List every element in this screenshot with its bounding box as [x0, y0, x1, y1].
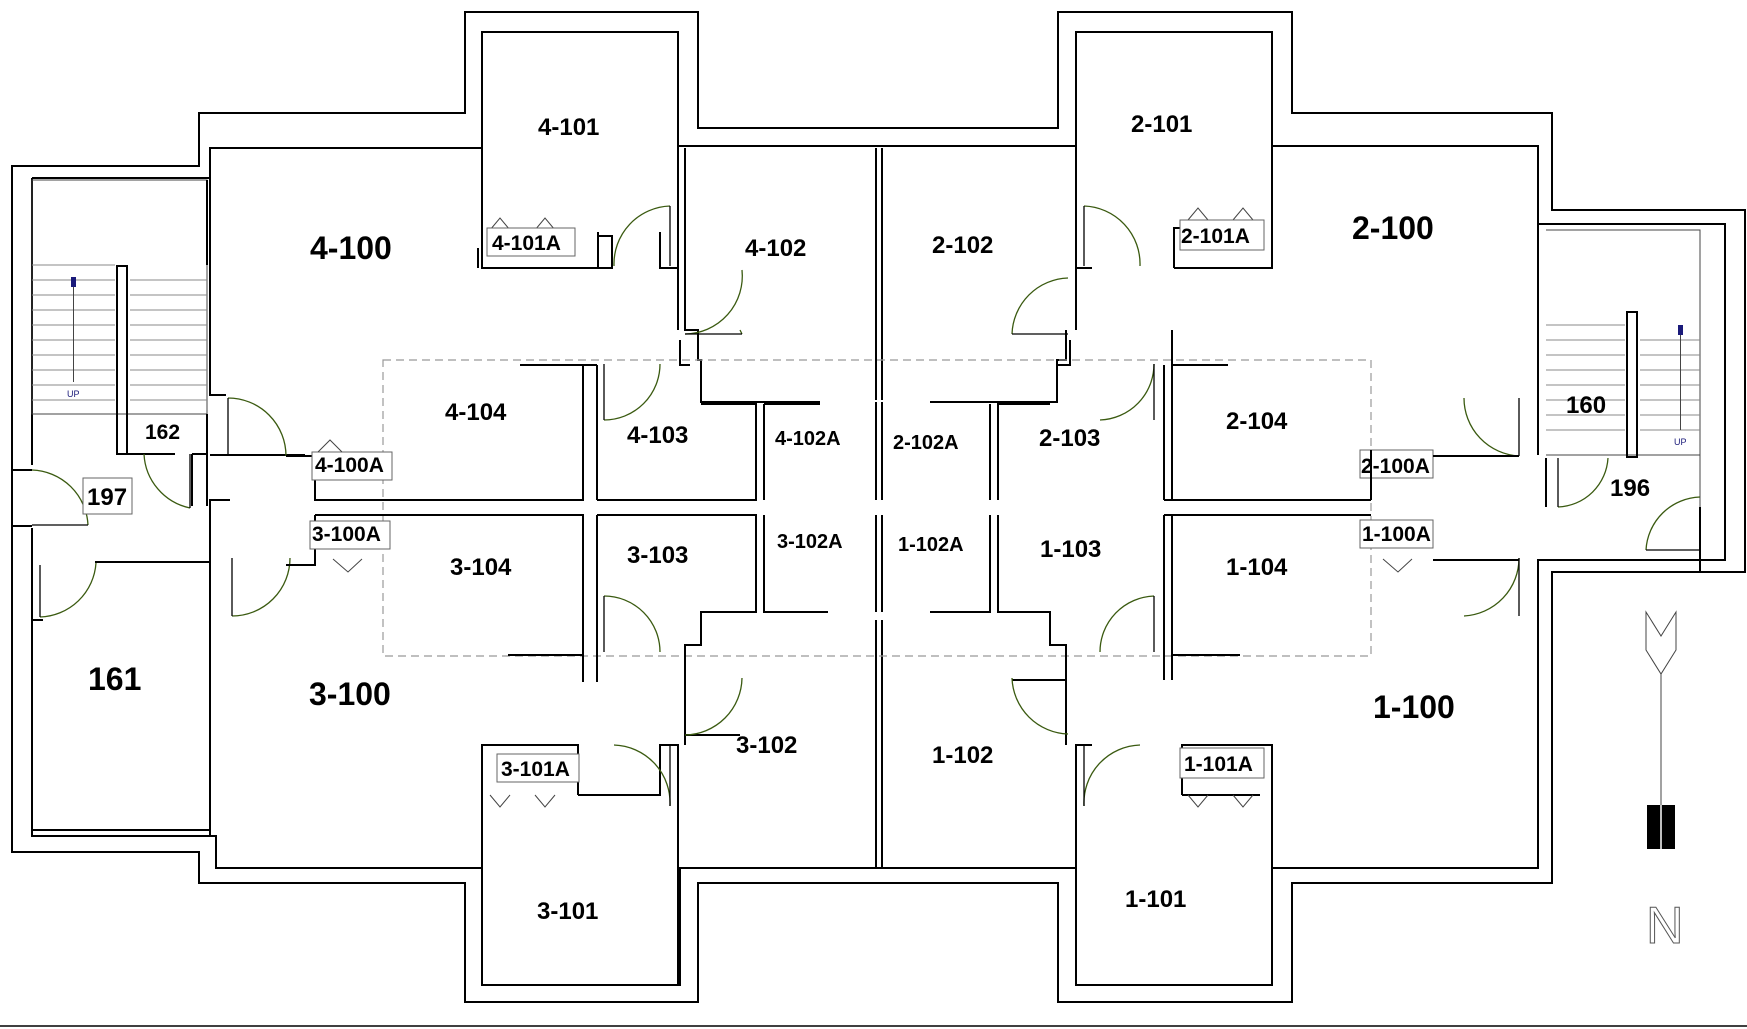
- room-label-1-102A: 1-102A: [898, 534, 964, 556]
- room-label-2-102: 2-102: [932, 232, 993, 259]
- room-label-161: 161: [88, 661, 141, 697]
- room-label-3-100A: 3-100A: [312, 523, 381, 546]
- room-label-197: 197: [87, 484, 127, 511]
- room-label-3-101A: 3-101A: [501, 758, 570, 781]
- east-stair-treads: [1546, 324, 1700, 431]
- room-1-101-walls: [1011, 677, 1273, 985]
- room-label-4-102A: 4-102A: [775, 428, 841, 450]
- north-label: N: [1646, 897, 1684, 955]
- room-label-1-103: 1-103: [1040, 536, 1101, 563]
- room-label-3-104: 3-104: [450, 554, 512, 581]
- room-label-2-102A: 2-102A: [893, 432, 959, 454]
- room-label-2-100A: 2-100A: [1361, 455, 1430, 478]
- west-stair-treads: [32, 264, 207, 401]
- room-label-196: 196: [1610, 475, 1650, 502]
- room-label-2-100: 2-100: [1352, 210, 1434, 246]
- room-label-4-103: 4-103: [627, 422, 688, 449]
- room-label-2-104: 2-104: [1226, 408, 1288, 435]
- room-label-4-100: 4-100: [310, 230, 392, 266]
- east-stair-area: UP: [1545, 229, 1701, 572]
- central-walls: [677, 148, 1077, 868]
- room-label-4-101A: 4-101A: [492, 232, 561, 255]
- room-4-101-walls: [477, 32, 679, 269]
- room-label-1-100A: 1-100A: [1362, 523, 1431, 546]
- west-stair-up-label: UP: [67, 389, 80, 399]
- room-label-3-102A: 3-102A: [777, 531, 843, 553]
- room-label-3-101: 3-101: [537, 898, 598, 925]
- north-arrow: N: [1645, 610, 1684, 956]
- room-label-3-103: 3-103: [627, 542, 688, 569]
- room-label-3-102: 3-102: [736, 732, 797, 759]
- corridor-doors: [209, 148, 1539, 868]
- room-label-4-100A: 4-100A: [315, 454, 384, 477]
- exterior-walls: [11, 11, 1746, 1003]
- room-label-1-102: 1-102: [932, 742, 993, 769]
- room-label-2-101A: 2-101A: [1181, 225, 1250, 248]
- room-label-1-101: 1-101: [1125, 886, 1186, 913]
- room-label-4-101: 4-101: [538, 114, 599, 141]
- room-label-4-102: 4-102: [745, 235, 806, 262]
- room-label-1-100: 1-100: [1373, 689, 1455, 725]
- room-label-1-104: 1-104: [1226, 554, 1288, 581]
- west-stair-marker: [71, 277, 76, 287]
- lower-core-walls: [383, 514, 1434, 682]
- room-labels: 4-100 4-101 4-101A 4-102 4-102A 4-103 4-…: [87, 111, 1650, 925]
- upper-core-walls: [383, 330, 1434, 501]
- room-label-160: 160: [1566, 392, 1606, 419]
- room-label-162: 162: [145, 421, 180, 444]
- room-label-1-101A: 1-101A: [1184, 753, 1253, 776]
- room-label-2-103: 2-103: [1039, 425, 1100, 452]
- room-label-4-104: 4-104: [445, 399, 507, 426]
- room-label-3-100: 3-100: [309, 676, 391, 712]
- core-dashed-outline: [382, 359, 1372, 657]
- east-stair-up-label: UP: [1674, 437, 1687, 447]
- east-stair-marker: [1678, 325, 1683, 335]
- room-3-101-walls: [481, 677, 743, 985]
- room-label-2-101: 2-101: [1131, 111, 1192, 138]
- west-stair-area: UP: [12, 179, 211, 831]
